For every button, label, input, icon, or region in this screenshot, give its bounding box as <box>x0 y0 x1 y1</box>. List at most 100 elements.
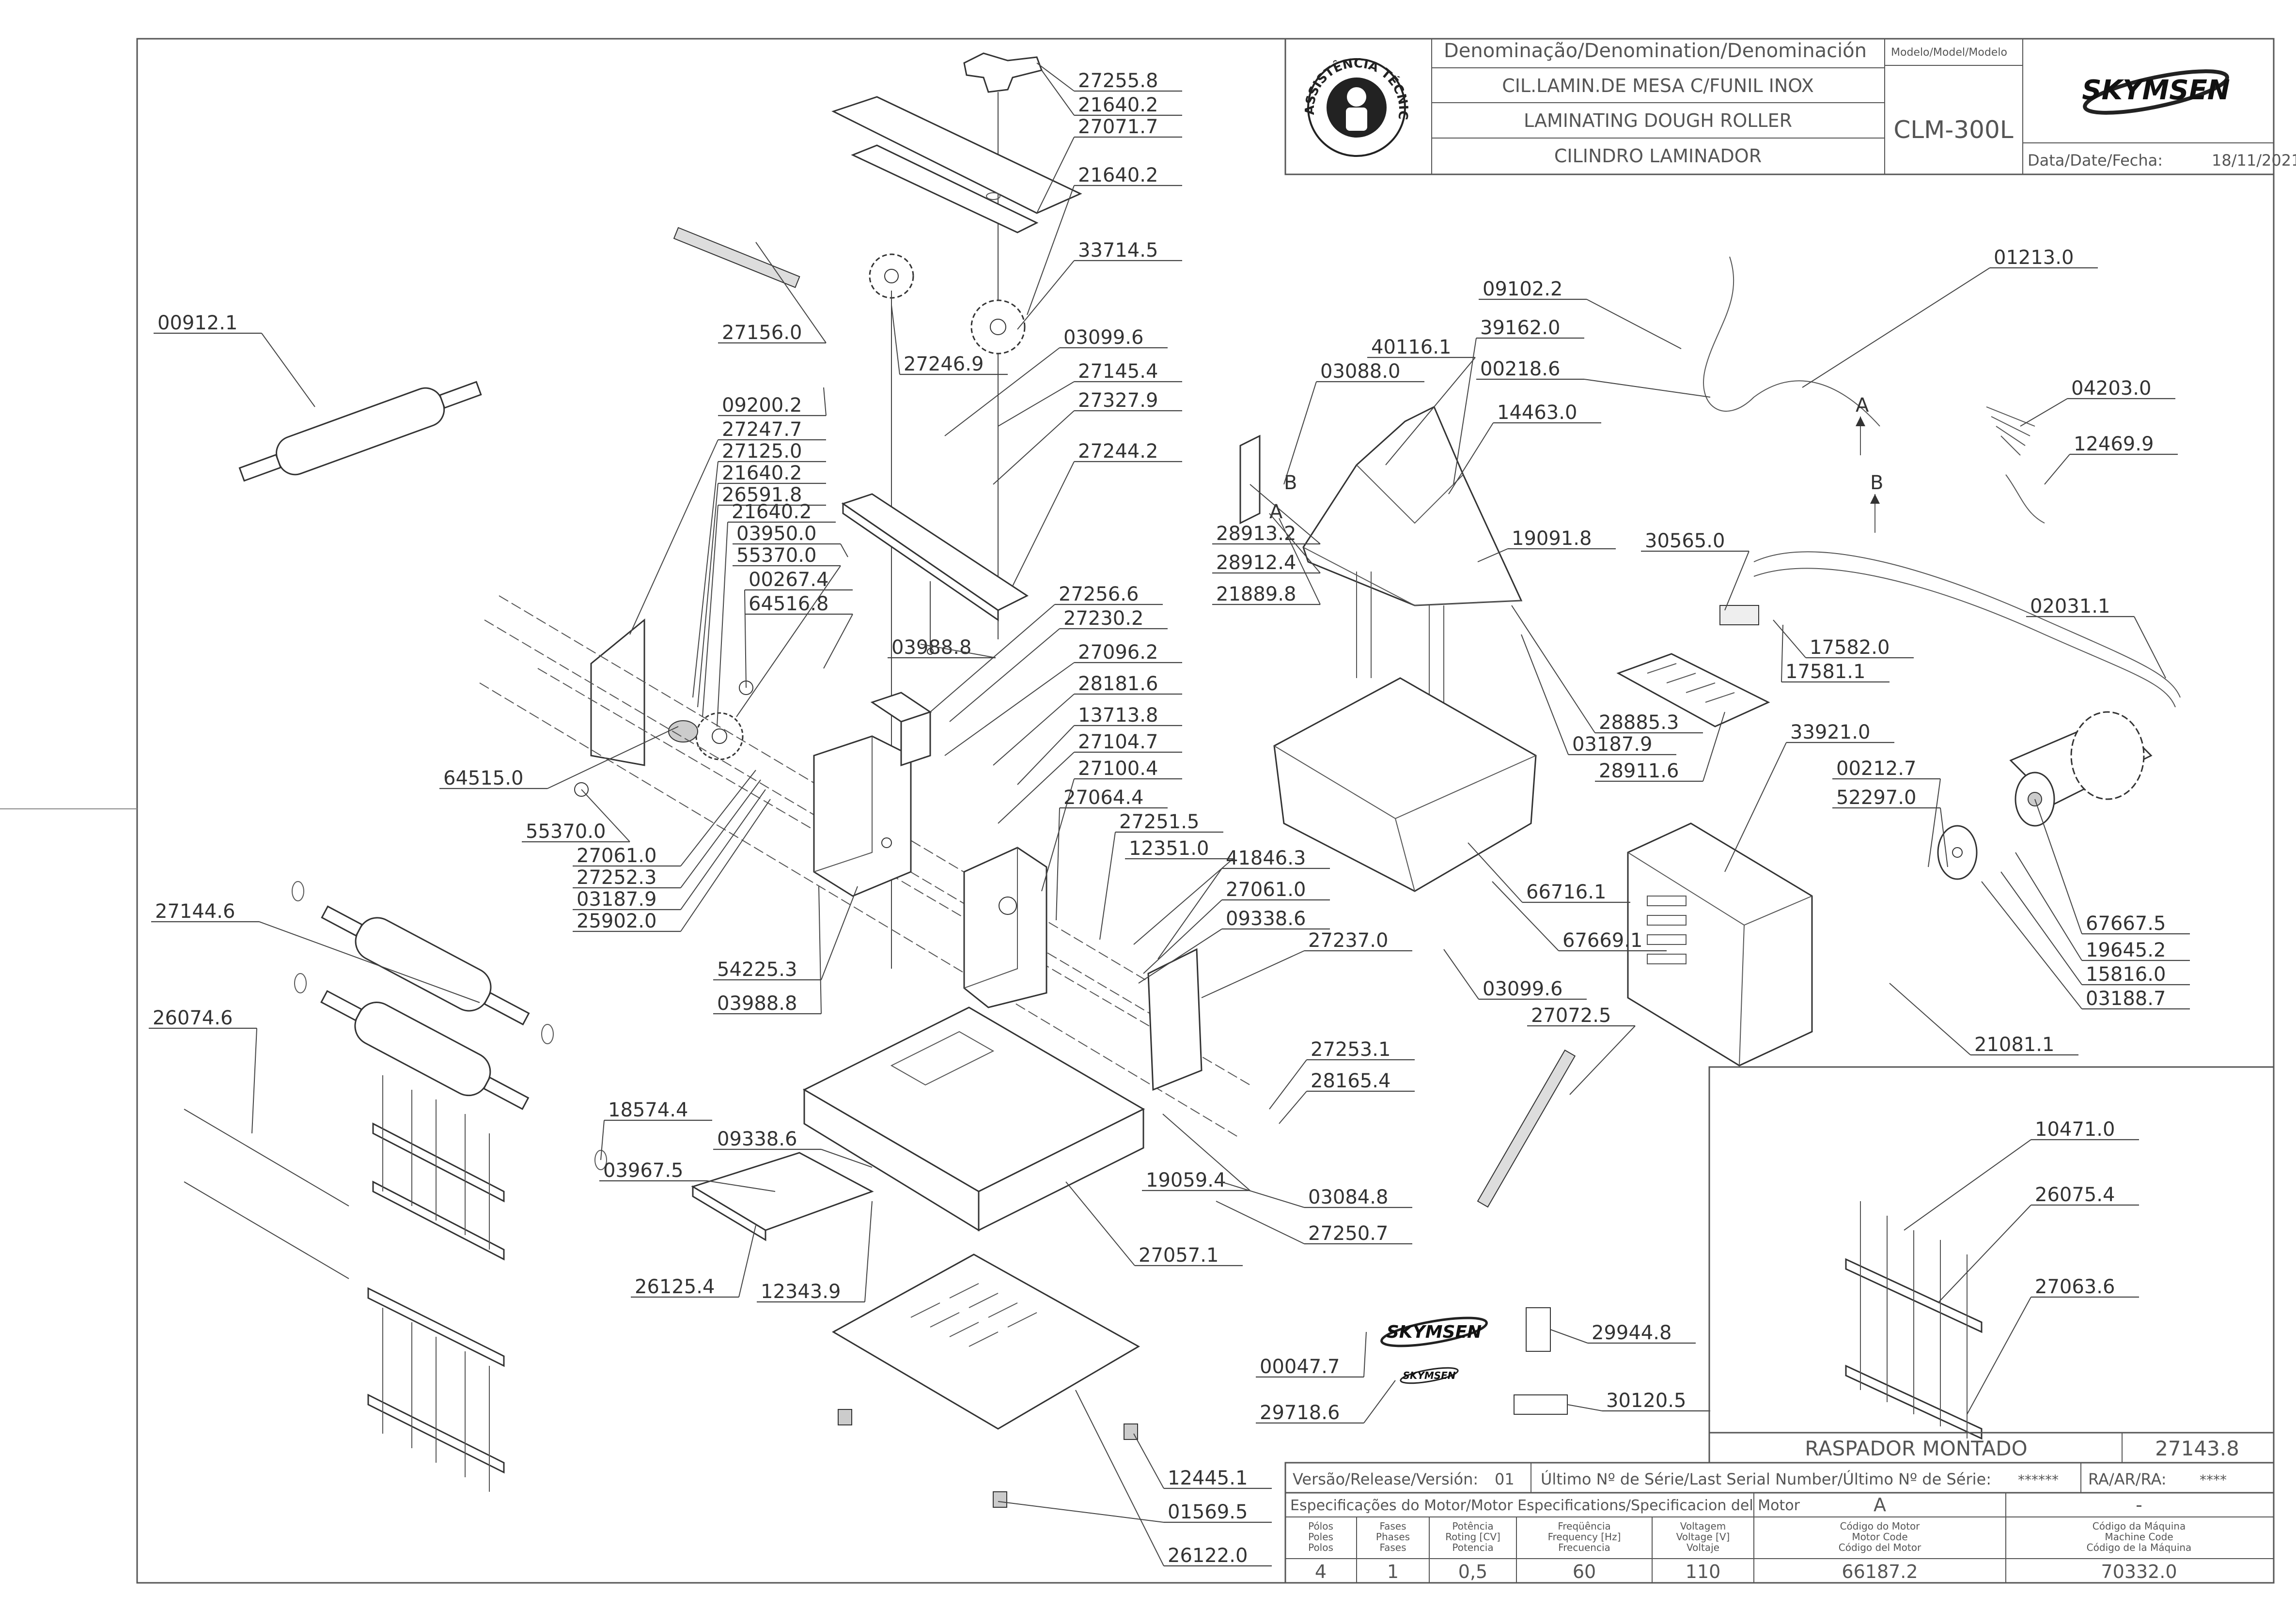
callout-label: 30565.0 <box>1645 530 1725 552</box>
motor-spec-col-label: Polos <box>1308 1542 1333 1553</box>
callout-leader <box>1133 858 1234 945</box>
callout-leader <box>840 543 848 557</box>
callout-label: 03187.9 <box>1572 733 1652 756</box>
model-code: CLM-300L <box>1893 116 2013 144</box>
name-es: CILINDRO LAMINADOR <box>1554 145 1762 167</box>
motor-spec-col-label: Frecuencia <box>1558 1542 1610 1553</box>
callout-label: 27246.9 <box>904 353 984 375</box>
callout-leader <box>1586 299 1682 349</box>
callout-label: 27063.6 <box>2035 1276 2115 1298</box>
callout-leader <box>1492 881 1559 951</box>
version-label: Versão/Release/Versión: <box>1293 1470 1478 1488</box>
callout-label: 33714.5 <box>1078 239 1158 262</box>
hopper-bracket <box>1239 434 1261 525</box>
callout-leader <box>2015 852 2082 961</box>
callout-label: 19645.2 <box>2086 939 2166 961</box>
callout-leader <box>1468 842 1523 903</box>
marker-a-1: A <box>1856 394 1869 417</box>
motor-spec-col-label: Poles <box>1308 1531 1333 1543</box>
callout-label: 27145.4 <box>1078 360 1158 383</box>
callout-leader <box>680 799 771 932</box>
motor-spec-col-label: Voltaje <box>1687 1542 1719 1553</box>
callout-label: 27244.2 <box>1078 440 1158 463</box>
scraper-rod-lower <box>184 1181 349 1279</box>
callout-leader <box>717 522 728 727</box>
callout-leader <box>1584 379 1711 398</box>
callout-leader <box>1511 605 1595 733</box>
bottom-plate <box>831 1253 1140 1430</box>
cable-harness <box>1753 551 2181 698</box>
callout-label: 27251.5 <box>1119 811 1199 833</box>
callout-label: 27237.0 <box>1308 929 1388 952</box>
callout-leader <box>1017 260 1075 330</box>
callout-leader <box>1981 881 2082 1009</box>
callout-leader <box>998 1501 1164 1523</box>
ra-label: RA/AR/RA: <box>2088 1470 2167 1488</box>
callout-leader <box>1363 1380 1396 1423</box>
callout-leader <box>1065 1181 1135 1266</box>
callout-leader <box>1269 1059 1307 1110</box>
scraper-assembly-upper <box>372 1075 505 1261</box>
callout-label: 09338.6 <box>717 1128 797 1150</box>
callout-leader <box>581 789 630 842</box>
model-header: Modelo/Model/Modelo <box>1891 46 2007 59</box>
callout-label: 26122.0 <box>1168 1545 1248 1567</box>
callout-label: 09200.2 <box>722 394 802 417</box>
callout-leader <box>1220 1181 1305 1208</box>
callout-label: 27230.2 <box>1063 607 1143 630</box>
callout-label: 27253.1 <box>1311 1038 1390 1061</box>
callout-label: 27156.0 <box>722 322 802 344</box>
callout-label: 12343.9 <box>761 1281 841 1303</box>
callout-label: 26125.4 <box>635 1276 715 1298</box>
callout-leader <box>1889 983 1971 1055</box>
callout-leader <box>1448 422 1494 495</box>
callout-label: 27256.6 <box>1059 583 1139 605</box>
callout-label: 27071.7 <box>1078 116 1158 138</box>
right-side-panel <box>1147 948 1203 1091</box>
callout-leader <box>1017 725 1075 785</box>
callout-leader <box>259 921 480 1003</box>
callout-label: 55370.0 <box>736 544 816 567</box>
callout-leader <box>949 628 1060 722</box>
callout-label: 19091.8 <box>1512 527 1592 550</box>
rubber-foot <box>838 1409 852 1425</box>
callout-label: 21640.2 <box>1078 94 1158 116</box>
callout-label: 21081.1 <box>1974 1034 2054 1056</box>
callout-label: 27061.0 <box>577 845 656 867</box>
callout-leader <box>1453 338 1477 485</box>
callout-leader <box>1724 742 1787 872</box>
motor-cover-box <box>1627 822 1813 1067</box>
callout-labels: 27255.821640.227071.721640.233714.527156… <box>149 62 2190 1567</box>
motor-spec-value: 4 <box>1315 1561 1327 1582</box>
drawing-frame <box>136 38 2275 1584</box>
callout-leader <box>1162 1114 1250 1191</box>
motor-spec-value: 0,5 <box>1458 1561 1487 1582</box>
callout-label: 29718.6 <box>1260 1402 1340 1424</box>
inset-title: RASPADOR MONTADO <box>1805 1437 2027 1460</box>
callout-leader <box>744 589 747 688</box>
callout-label: 03099.6 <box>1063 326 1143 349</box>
callout-leader <box>1041 778 1075 892</box>
callout-leader <box>998 381 1075 427</box>
motor-variant-b: - <box>2136 1494 2142 1516</box>
sprocket-lower <box>970 299 1026 355</box>
label-plate-30120 <box>1514 1394 1568 1415</box>
callout-label: 66716.1 <box>1526 881 1606 903</box>
callout-leader <box>864 1201 873 1302</box>
callout-label: 17582.0 <box>1810 636 1890 659</box>
motor-spec-col-label: Voltagem <box>1680 1520 1726 1532</box>
callout-leader <box>1269 513 1321 573</box>
callout-leader <box>1940 807 1948 867</box>
callout-leader <box>680 779 761 888</box>
callout-label: 28912.4 <box>1216 552 1296 574</box>
scraper-rod-upper <box>184 1109 349 1206</box>
callout-label: 26074.6 <box>153 1007 233 1029</box>
callout-leader <box>930 604 1055 712</box>
motor-spec-value: 60 <box>1573 1561 1596 1582</box>
motor-spec-col-label: Frequency [Hz] <box>1548 1531 1621 1543</box>
motor-spec-col-label: Código do Motor <box>1840 1520 1921 1532</box>
callout-label: 19059.4 <box>1146 1169 1226 1191</box>
callout-label: 28181.6 <box>1078 673 1158 695</box>
callout-leader <box>1279 1091 1307 1124</box>
